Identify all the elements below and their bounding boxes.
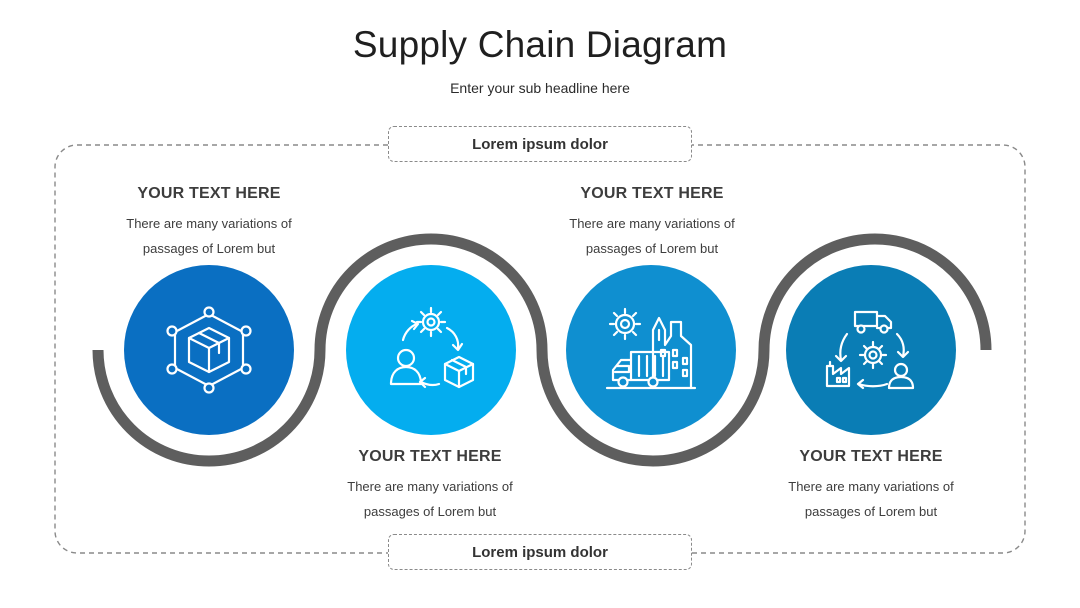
step-1-circle <box>124 265 294 435</box>
step-3-description: There are many variations of passages of… <box>532 211 772 261</box>
step-3-line-2: passages of Lorem but <box>585 241 719 256</box>
user-gear-box-cycle-icon <box>389 306 475 389</box>
step-4-heading: YOUR TEXT HERE <box>799 448 943 465</box>
step-2-line-2: passages of Lorem but <box>363 504 497 519</box>
bottom-label-box: Lorem ipsum dolor <box>388 534 692 570</box>
step-4-text: YOUR TEXT HERE There are many variations… <box>751 448 991 524</box>
step-2-line-1: There are many variations of <box>347 479 513 494</box>
step-1-line-2: passages of Lorem but <box>142 241 276 256</box>
top-label-box: Lorem ipsum dolor <box>388 126 692 162</box>
step-3-heading: YOUR TEXT HERE <box>580 185 724 202</box>
truck-factory-user-cycle-icon <box>825 310 915 390</box>
step-4-line-2: passages of Lorem but <box>804 504 938 519</box>
package-network-icon <box>166 306 252 394</box>
step-2-description: There are many variations of passages of… <box>310 474 550 524</box>
factory-truck-gear-icon <box>605 307 697 390</box>
step-1-line-1: There are many variations of <box>126 216 292 231</box>
step-1-description: There are many variations of passages of… <box>89 211 329 261</box>
bottom-label-text: Lorem ipsum dolor <box>472 543 608 561</box>
top-label-text: Lorem ipsum dolor <box>472 135 608 153</box>
step-2-heading: YOUR TEXT HERE <box>358 448 502 465</box>
step-1-heading: YOUR TEXT HERE <box>137 185 281 202</box>
page-subtitle: Enter your sub headline here <box>450 80 630 96</box>
step-4-line-1: There are many variations of <box>788 479 954 494</box>
page-title: Supply Chain Diagram <box>352 24 728 65</box>
step-3-circle <box>566 265 736 435</box>
step-4-description: There are many variations of passages of… <box>751 474 991 524</box>
step-2-circle <box>346 265 516 435</box>
step-2-text: YOUR TEXT HERE There are many variations… <box>310 448 550 524</box>
step-4-circle <box>786 265 956 435</box>
serpentine-track <box>92 233 992 467</box>
step-1-text: YOUR TEXT HERE There are many variations… <box>89 185 329 261</box>
step-3-line-1: There are many variations of <box>569 216 735 231</box>
step-3-text: YOUR TEXT HERE There are many variations… <box>532 185 772 261</box>
